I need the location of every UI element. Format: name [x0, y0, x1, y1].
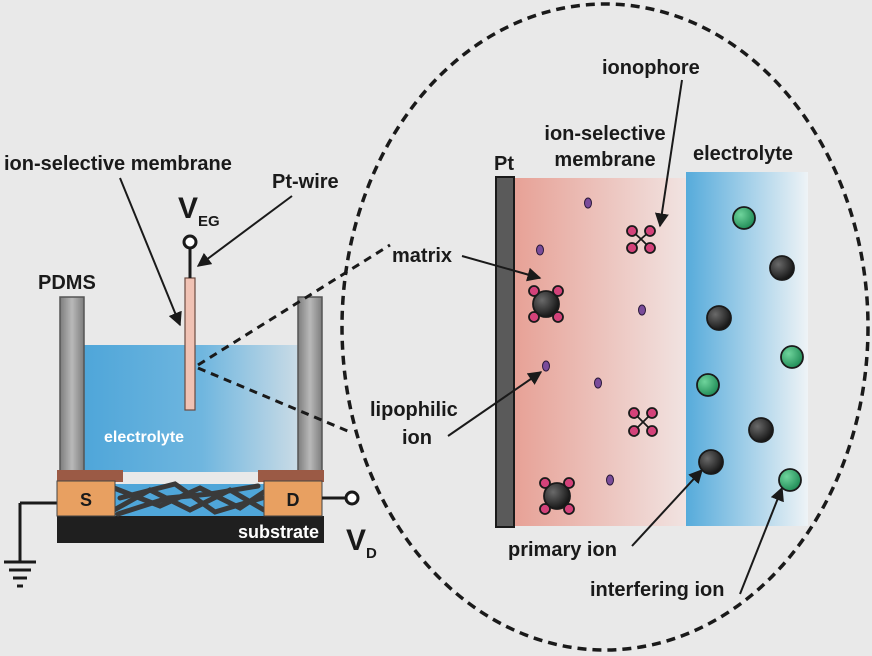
- primary-ion: [706, 305, 732, 331]
- interfering-ions: [696, 206, 804, 492]
- vd-label: VD: [346, 524, 377, 562]
- interfering-ion: [778, 468, 802, 492]
- pdms-label: PDMS: [38, 272, 96, 294]
- ionophore-complex-1: [528, 285, 564, 323]
- lipophilic-ion: [536, 244, 544, 256]
- matrix-arrow: [461, 255, 542, 282]
- pdms-wall-left: [59, 296, 85, 473]
- interfering-ion: [732, 206, 756, 230]
- ionophore-arrow: [654, 79, 683, 228]
- pt-label: Pt: [494, 153, 514, 175]
- drain-label: D: [287, 490, 300, 510]
- ionophore-empty-1: [626, 225, 656, 254]
- lipophilic-ions: [536, 197, 646, 486]
- membrane-label-line1: ion-selective: [544, 123, 665, 145]
- nanowire-network: [111, 481, 267, 517]
- membrane-region: [514, 178, 686, 526]
- source-label: S: [80, 490, 92, 510]
- lipophilic-label-line1: lipophilic: [370, 399, 458, 421]
- interfering-ion: [696, 373, 720, 397]
- ground-symbol: [4, 501, 57, 588]
- source-electrode: [56, 480, 116, 517]
- gate-terminal: [182, 234, 198, 250]
- pt-wire-label: Pt-wire: [272, 171, 339, 193]
- membrane-label-line2: membrane: [554, 149, 655, 171]
- membrane-arrow-left: [119, 177, 182, 327]
- primary-ion: [769, 255, 795, 281]
- pt-wire-arrow: [196, 195, 293, 267]
- membrane-label-left: ion-selective membrane: [4, 153, 232, 175]
- lipophilic-label-line2: ion: [402, 427, 432, 449]
- electrolyte-label-left: electrolyte: [104, 429, 184, 446]
- ionophore-empty-2: [628, 407, 658, 437]
- interfering-ion: [780, 345, 804, 369]
- lipophilic-ion: [638, 304, 646, 316]
- ionophore-label: ionophore: [602, 57, 700, 79]
- pt-electrode: [495, 176, 515, 528]
- primary-ion-label: primary ion: [508, 539, 617, 561]
- electrolyte-label-right: electrolyte: [693, 143, 793, 165]
- lipophilic-arrow: [447, 371, 543, 437]
- zoom-ellipse: [340, 2, 870, 652]
- lipophilic-ion: [594, 377, 602, 389]
- primary-ion: [748, 417, 774, 443]
- pdms-wall-right: [297, 296, 323, 473]
- source-cap: [57, 470, 123, 482]
- lipophilic-ion: [584, 197, 592, 209]
- drain-electrode: [263, 480, 323, 517]
- interfering-ion-arrow: [739, 486, 784, 595]
- interfering-ion-label: interfering ion: [590, 579, 724, 601]
- veg-label: VEG: [178, 192, 220, 230]
- ionophore-complex-2: [539, 477, 575, 515]
- matrix-label: matrix: [392, 245, 452, 267]
- lipophilic-ion: [606, 474, 614, 486]
- drain-terminal: [344, 490, 360, 506]
- zoom-guide-upper: [197, 243, 391, 367]
- pt-wire: [184, 277, 196, 411]
- substrate-label: substrate: [238, 522, 319, 542]
- substrate: [57, 516, 324, 543]
- primary-ion: [698, 449, 724, 475]
- primary-ion-arrow: [631, 468, 703, 547]
- primary-ions: [698, 255, 795, 475]
- lipophilic-ion: [542, 360, 550, 372]
- drain-cap: [258, 470, 324, 482]
